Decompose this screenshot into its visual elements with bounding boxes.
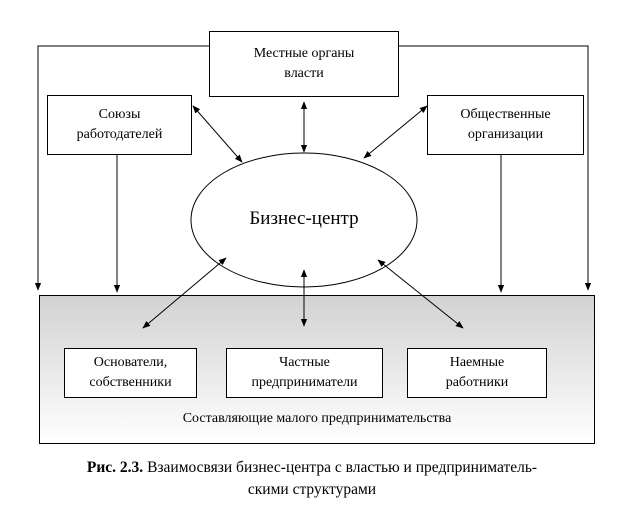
box-label: Местные органы [253, 46, 355, 61]
box-label: власти [284, 66, 324, 81]
public-organizations-box: Общественные организации [427, 95, 584, 155]
box-label: организации [467, 127, 544, 142]
caption-text: Взаимосвязи бизнес-центра с властью и пр… [143, 459, 538, 476]
box-label: работодателей [76, 127, 163, 142]
box-label: Наемные [449, 355, 505, 370]
box-label: собственники [89, 375, 172, 390]
box-label: предприниматели [251, 375, 358, 390]
box-label: Союзы [98, 107, 141, 122]
arrow-employers-center [192, 105, 243, 163]
box-label: Общественные [460, 107, 551, 122]
arrow-center-employees [377, 259, 464, 329]
figure-caption-line2: скими структурами [247, 481, 377, 498]
box-label: Частные [279, 355, 330, 370]
employers-unions-box: Союзы работодателей [47, 95, 192, 155]
business-center-label: Бизнес-центр [249, 208, 359, 229]
founders-box: Основатели, собственники [64, 348, 197, 398]
arrow-public-center [363, 105, 428, 159]
box-label: Основатели, [93, 355, 168, 370]
arrow-center-founders [142, 257, 227, 329]
local-authorities-box: Местные органы власти [209, 31, 399, 97]
left-outer-line [34, 45, 209, 291]
box-label: работники [445, 375, 509, 390]
group-label: Составляющие малого предпринимательства [182, 411, 452, 426]
figure-caption: Рис. 2.3. Взаимосвязи бизнес-центра с вл… [0, 457, 624, 479]
employees-box: Наемные работники [407, 348, 547, 398]
entrepreneurs-box: Частные предприниматели [226, 348, 383, 398]
right-outer-line [398, 45, 592, 291]
caption-number: Рис. 2.3. [86, 459, 144, 476]
